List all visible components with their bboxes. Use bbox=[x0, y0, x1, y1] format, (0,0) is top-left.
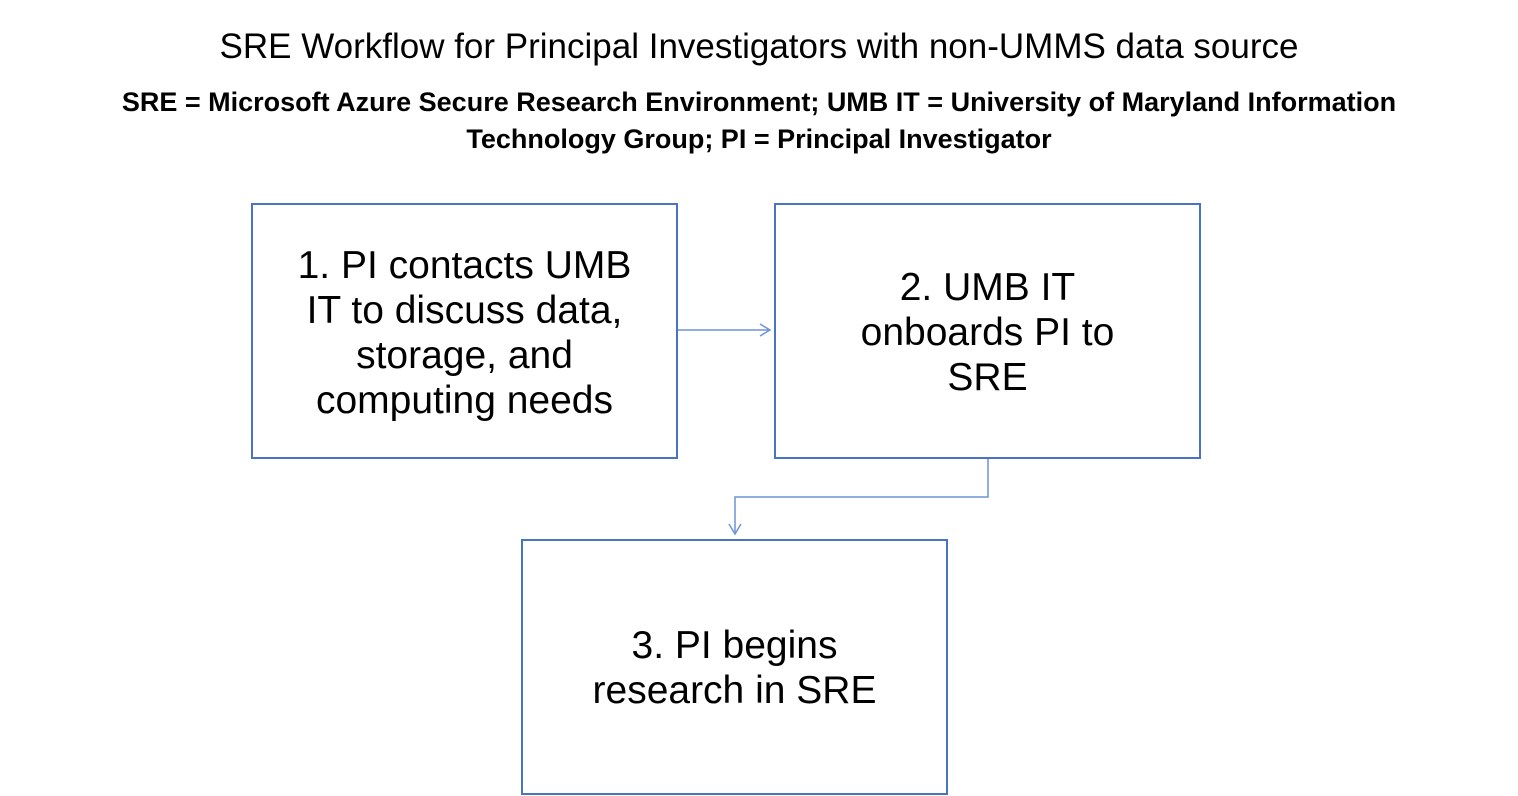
arrow-step2-to-step3 bbox=[734, 459, 989, 533]
subtitle-line-1: SRE = Microsoft Azure Secure Research En… bbox=[121, 87, 1397, 117]
arrowhead-step3 bbox=[728, 523, 742, 536]
step-2-line: SRE bbox=[947, 356, 1028, 399]
step-2-line: 2. UMB IT bbox=[899, 266, 1076, 309]
step-2-box: 2. UMB IT onboards PI to SRE bbox=[774, 203, 1201, 459]
step-1-line: storage, and bbox=[356, 334, 573, 377]
arrowhead-step2 bbox=[759, 323, 772, 337]
step-2-text: 2. UMB IT onboards PI to SRE bbox=[861, 265, 1115, 400]
step-2-line: onboards PI to bbox=[860, 311, 1115, 354]
step-3-box: 3. PI begins research in SRE bbox=[521, 539, 948, 795]
step-1-box: 1. PI contacts UMB IT to discuss data, s… bbox=[251, 203, 678, 459]
step-1-line: computing needs bbox=[315, 379, 614, 422]
step-3-line: research in SRE bbox=[592, 669, 877, 712]
subtitle-line-2: Technology Group; PI = Principal Investi… bbox=[466, 124, 1052, 154]
step-3-text: 3. PI begins research in SRE bbox=[593, 623, 877, 713]
step-1-line: IT to discuss data, bbox=[306, 289, 623, 332]
step-1-text: 1. PI contacts UMB IT to discuss data, s… bbox=[298, 243, 632, 423]
step-1-line: 1. PI contacts UMB bbox=[297, 244, 632, 287]
step-3-line: 3. PI begins bbox=[631, 624, 838, 667]
diagram-subtitle: SRE = Microsoft Azure Secure Research En… bbox=[10, 84, 1508, 158]
diagram-title: SRE Workflow for Principal Investigators… bbox=[219, 27, 1299, 66]
